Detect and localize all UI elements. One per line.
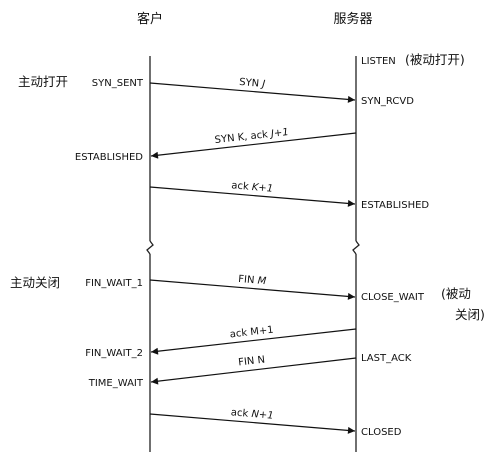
server-listen-note: (被动打开): [405, 52, 465, 67]
server-state-listen: LISTEN: [361, 56, 396, 67]
ack1-label: ack K+1: [231, 180, 274, 194]
syn-label-base: SYN: [239, 77, 263, 90]
server-state-closed: CLOSED: [361, 427, 402, 438]
client-state-time-wait: TIME_WAIT: [88, 378, 144, 389]
syn-arrow: [149, 82, 356, 103]
ack-n-label: ack N+1: [230, 407, 274, 421]
client-state-fin-wait-2: FIN_WAIT_2: [85, 348, 143, 359]
syn-label-italic: J: [260, 79, 266, 90]
client-state-fin-wait-1: FIN_WAIT_1: [85, 278, 143, 289]
server-close-wait-note-2: 关闭): [455, 307, 485, 322]
active-open-note: 主动打开: [18, 74, 68, 89]
fin-m-label-italic: M: [257, 275, 267, 287]
message-arrows: [149, 82, 357, 434]
server-state-last-ack: LAST_ACK: [361, 353, 412, 364]
fin-n-label: FIN N: [238, 355, 266, 369]
client-timeline: [146, 56, 154, 452]
client-state-syn-sent: SYN_SENT: [92, 78, 144, 89]
client-state-established: ESTABLISHED: [75, 152, 143, 163]
syn-ack-arrow: [150, 132, 357, 159]
ack-n-label-base: ack: [230, 407, 251, 420]
server-timeline: [352, 56, 360, 452]
syn-ack-label: SYN K, ack J+1: [214, 127, 289, 146]
server-close-wait-note-1: (被动: [441, 286, 471, 301]
ack-m-arrow: [150, 328, 357, 355]
server-state-close-wait: CLOSE_WAIT: [361, 292, 425, 303]
fin-m-arrow: [149, 279, 356, 300]
fin-n-arrow: [150, 357, 357, 385]
fin-m-label: FIN M: [238, 274, 267, 287]
fin-n-label-base: FIN N: [238, 355, 266, 369]
ack-n-label-italic: N+1: [251, 409, 274, 422]
syn-label: SYN J: [239, 77, 266, 90]
server-header: 服务器: [333, 11, 372, 27]
active-close-note: 主动关闭: [10, 275, 60, 290]
fin-m-label-base: FIN: [238, 274, 258, 287]
server-state-established: ESTABLISHED: [361, 200, 429, 211]
server-state-syn-rcvd: SYN_RCVD: [361, 96, 414, 107]
ack-n-arrow: [149, 413, 356, 434]
client-header: 客户: [137, 11, 163, 27]
ack1-arrow: [149, 186, 356, 207]
syn-ack-label-italic: J+1: [268, 127, 289, 140]
ack-m-label-base: ack M+1: [229, 325, 274, 341]
ack1-label-base: ack: [231, 180, 252, 193]
ack-m-label: ack M+1: [229, 325, 274, 341]
ack1-label-italic: K+1: [251, 182, 273, 195]
